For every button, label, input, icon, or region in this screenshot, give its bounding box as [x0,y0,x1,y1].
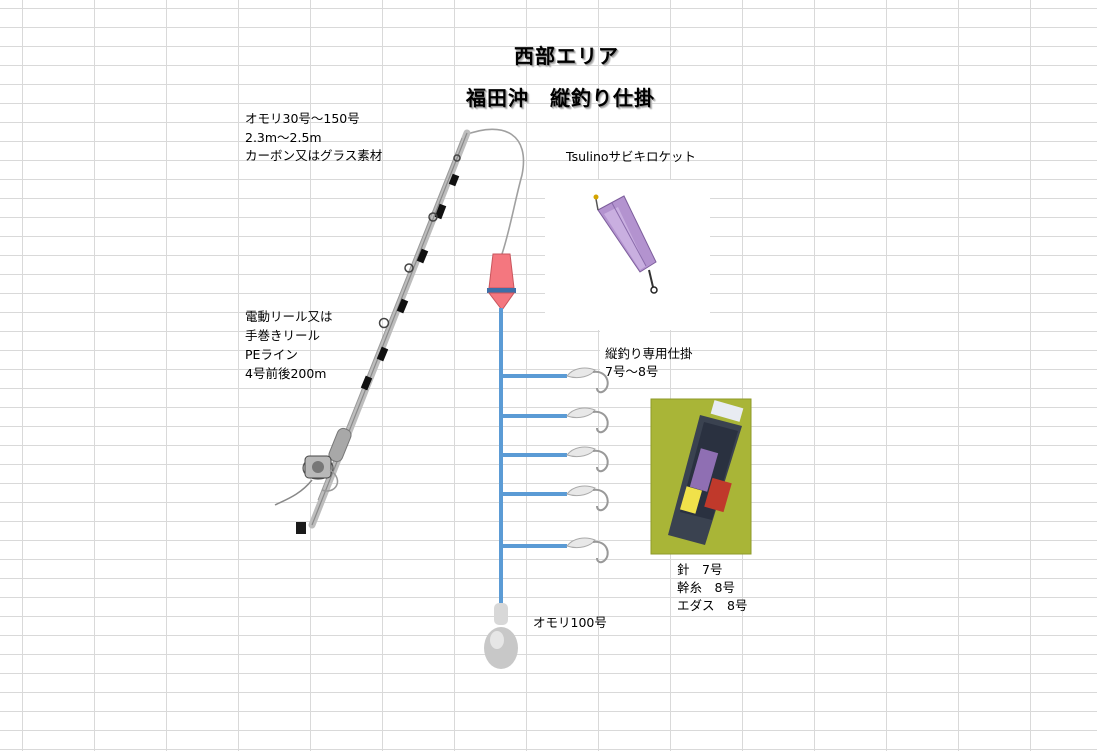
hook-spec-line: 針 7号 [677,562,723,577]
hook-icon [566,485,609,512]
rod-spec-line: 2.3m～2.5m [245,130,322,145]
sinker-label: オモリ100号 [533,615,607,630]
reel-spec-line: PEライン [245,347,298,362]
hook-icon [566,537,609,564]
rocket-float-icon [487,253,516,311]
sabiki-rocket-icon [593,194,658,294]
reel-spec-line: 電動リール又は [245,309,333,324]
fishing-rod-icon [296,129,471,534]
sinker-icon [484,603,518,669]
branch-lines [501,374,567,548]
rig-package-icon [650,398,752,555]
reel-icon [274,455,339,506]
hook-icon [566,367,609,394]
hook-spec-line: エダス 8号 [677,598,748,613]
hook-icon [566,407,609,434]
rocket-label: Tsulinoサビキロケット [566,149,697,164]
rig-photo-panel [600,330,650,375]
hook-icon [566,446,609,473]
rod-spec-line: カーボン又はグラス素材 [245,148,383,163]
page-title: 西部エリア [514,44,619,68]
reel-spec-line: 4号前後200m [245,366,327,381]
hook-spec-line: 幹糸 8号 [677,580,735,595]
rig-spec-line: 7号～8号 [605,364,659,379]
reel-spec-line: 手巻きリール [245,328,321,343]
page-subtitle: 福田沖 縦釣り仕掛 [466,86,655,110]
rig-spec-line: 縦釣り専用仕掛 [605,346,693,361]
rod-spec-line: オモリ30号～150号 [245,111,360,126]
main-line [464,128,525,255]
